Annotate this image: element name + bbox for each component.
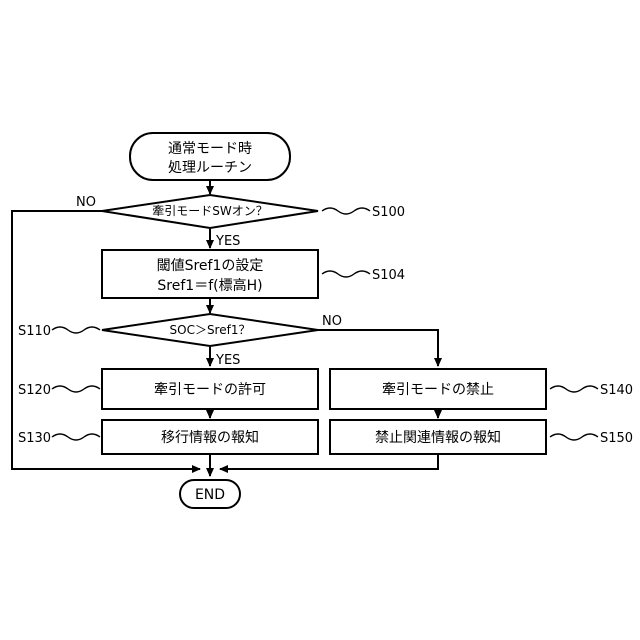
process-s150-label: 禁止関連情報の報知: [375, 429, 501, 446]
ref-squiggle-s140: [550, 386, 598, 392]
process-s104-line2: Sref1＝f(標高H): [157, 277, 262, 294]
decision-s110-label: SOC＞Sref1？: [170, 323, 251, 337]
yes-label-s100: YES: [215, 234, 240, 249]
ref-squiggle-s130: [52, 434, 100, 440]
end-label: END: [195, 487, 225, 503]
process-s140-label: 牽引モードの禁止: [382, 381, 494, 398]
step-label-s104: S104: [372, 268, 405, 283]
decision-s100-label: 牽引モードSWオン？: [152, 203, 267, 218]
yes-label-s110: YES: [215, 353, 240, 368]
ref-squiggle-s120: [52, 386, 100, 392]
step-label-s120: S120: [18, 383, 51, 398]
step-label-s100: S100: [372, 205, 405, 220]
process-s130-label: 移行情報の報知: [161, 429, 259, 446]
process-s104-line1: 閾値Sref1の設定: [157, 258, 264, 274]
no-label-s110: NO: [322, 314, 342, 329]
ref-squiggle-s110: [52, 327, 100, 333]
connector-s110-no-s140: [318, 330, 438, 366]
ref-squiggle-s104: [322, 271, 370, 277]
start-label-line2: 処理ルーチン: [168, 160, 252, 176]
step-label-s110: S110: [18, 324, 51, 339]
step-label-s150: S150: [600, 431, 633, 446]
connector-s150-join: [220, 454, 438, 469]
process-s120-label: 牽引モードの許可: [154, 381, 266, 398]
step-label-s140: S140: [600, 383, 633, 398]
step-label-s130: S130: [18, 431, 51, 446]
start-label-line1: 通常モード時: [168, 141, 252, 157]
no-label-s100: NO: [76, 195, 96, 210]
ref-squiggle-s100: [322, 208, 370, 214]
ref-squiggle-s150: [550, 434, 598, 440]
